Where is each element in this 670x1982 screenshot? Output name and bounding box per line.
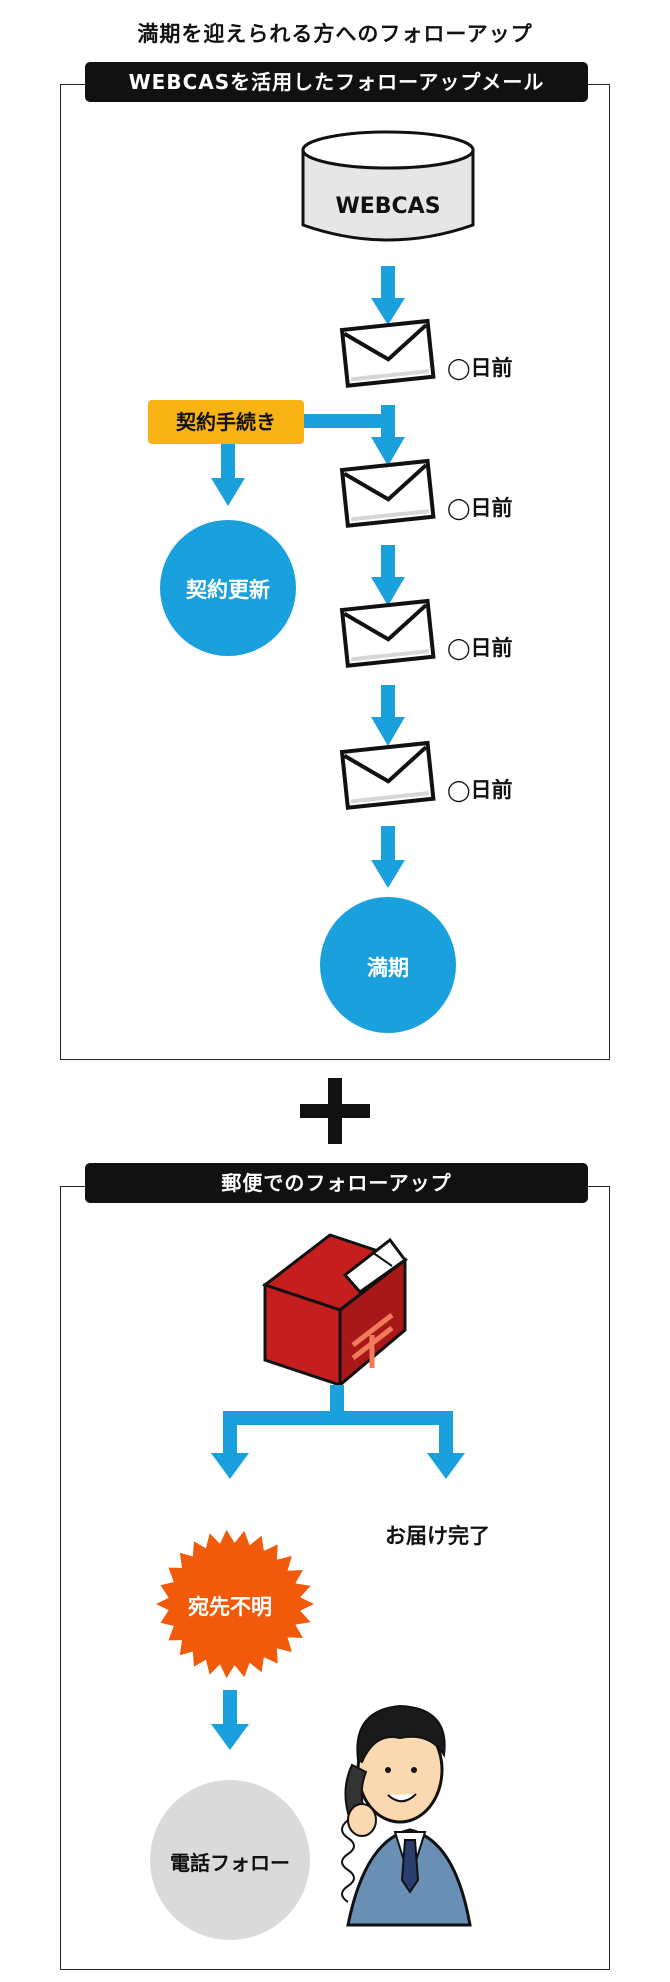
arrow-down-icon bbox=[371, 545, 405, 606]
unknown-address-burst bbox=[156, 1529, 314, 1679]
page-title: 満期を迎えられる方へのフォローアップ bbox=[137, 22, 533, 46]
days-before-label: ◯日前 bbox=[447, 636, 513, 660]
arrow-down-icon bbox=[371, 685, 405, 746]
mailbox-icon bbox=[261, 1233, 409, 1389]
database-icon bbox=[301, 130, 475, 242]
phone-follow-label: 電話フォロー bbox=[170, 1851, 290, 1875]
delivered-label: お届け完了 bbox=[385, 1524, 490, 1548]
envelope-icon bbox=[339, 458, 436, 528]
envelope-icon bbox=[339, 598, 436, 668]
envelope-icon bbox=[339, 740, 436, 810]
database-label: WEBCAS bbox=[335, 194, 441, 219]
expiry-label: 満期 bbox=[367, 956, 409, 980]
days-before-label: ◯日前 bbox=[447, 496, 513, 520]
postal-flow-diagram bbox=[150, 1233, 472, 1940]
businessman-phone-icon bbox=[341, 1704, 472, 1927]
branch-arrows bbox=[211, 1385, 465, 1479]
phone-follow-circle bbox=[150, 1780, 310, 1940]
envelope-icon bbox=[339, 318, 436, 388]
contract-procedure-badge: 契約手続き bbox=[148, 400, 304, 444]
contract-connector-arrow bbox=[300, 414, 395, 428]
email-flow-diagram bbox=[160, 130, 475, 1033]
renewal-label: 契約更新 bbox=[186, 578, 270, 602]
postal-section-header: 郵便でのフォローアップ bbox=[85, 1163, 588, 1203]
expiry-circle bbox=[320, 897, 456, 1033]
arrow-down-icon bbox=[211, 444, 245, 506]
email-section-header: WEBCASを活用したフォローアップメール bbox=[85, 62, 588, 102]
plus-icon bbox=[300, 1078, 370, 1144]
days-before-label: ◯日前 bbox=[447, 778, 513, 802]
unknown-address-label: 宛先不明 bbox=[188, 1595, 272, 1619]
arrow-down-icon bbox=[371, 826, 405, 888]
days-before-label: ◯日前 bbox=[447, 356, 513, 380]
arrow-down-icon bbox=[371, 266, 405, 325]
arrow-down-icon bbox=[211, 1690, 249, 1750]
renewal-circle bbox=[160, 520, 296, 656]
